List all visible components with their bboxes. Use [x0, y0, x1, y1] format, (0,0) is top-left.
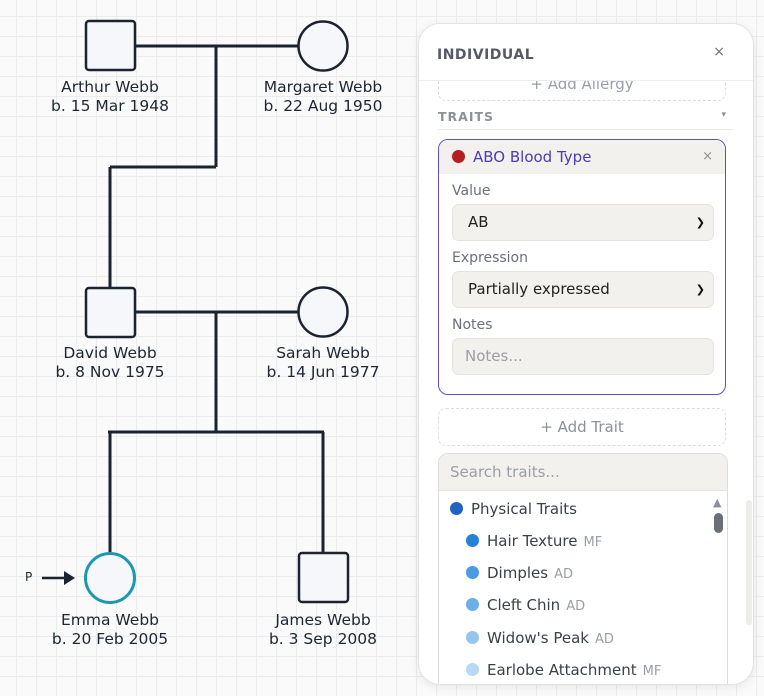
chevron-down-icon: ❯	[695, 216, 705, 229]
person-label-emma: Emma Webb b. 20 Feb 2005	[40, 611, 180, 649]
david-node[interactable]	[84, 286, 137, 339]
notes-input[interactable]: Notes...	[452, 338, 714, 375]
person-name: James Webb	[275, 611, 371, 629]
scroll-up-icon[interactable]: ▲	[713, 496, 722, 509]
proband-label: P	[25, 570, 33, 584]
add-trait-button[interactable]: + Add Trait	[438, 408, 726, 446]
trait-color-dot-icon	[466, 663, 479, 676]
value-selected: AB	[468, 213, 489, 231]
remove-trait-icon[interactable]: ×	[702, 149, 713, 164]
sarah-node[interactable]	[297, 286, 349, 338]
section-divider	[438, 129, 734, 130]
inheritance-tag: AD	[566, 599, 586, 614]
chevron-down-icon: ❯	[695, 283, 705, 296]
person-birth: b. 14 Jun 1977	[266, 363, 380, 381]
person-birth: b. 22 Aug 1950	[263, 97, 383, 115]
inheritance-tag: MF	[583, 535, 603, 550]
trait-color-dot-icon	[466, 631, 479, 644]
scroll-thumb[interactable]	[714, 513, 723, 533]
list-item[interactable]: Earlobe Attachment MF	[439, 657, 709, 683]
traits-section-label: TRAITS	[438, 109, 495, 124]
trait-item-name: Cleft Chin	[487, 596, 561, 614]
panel-header-background	[419, 24, 753, 80]
panel-header: INDIVIDUAL ×	[437, 44, 735, 64]
inheritance-tag: MF	[642, 664, 662, 679]
header-divider	[419, 80, 753, 81]
trait-search-input[interactable]: Search traits...	[439, 454, 727, 491]
person-label-arthur: Arthur Webb b. 15 Mar 1948	[40, 78, 180, 116]
notes-label: Notes	[452, 317, 493, 333]
person-birth: b. 15 Mar 1948	[51, 97, 169, 115]
trait-search-dropdown: Search traits... Physical Traits Hair Te…	[438, 453, 728, 684]
list-item[interactable]: Cleft Chin AD	[439, 592, 709, 618]
trait-card: ABO Blood Type × Value AB ❯ Expression P…	[438, 139, 726, 395]
inheritance-tag: AD	[594, 632, 614, 647]
trait-group-physical[interactable]: Physical Traits	[439, 496, 709, 522]
expression-select[interactable]: Partially expressed ❯	[452, 271, 714, 308]
person-label-james: James Webb b. 3 Sep 2008	[253, 611, 393, 649]
trait-color-dot-icon	[466, 566, 479, 579]
trait-list-scrollbar[interactable]: ▲	[709, 491, 727, 684]
trait-color-dot-icon	[466, 534, 479, 547]
person-birth: b. 3 Sep 2008	[268, 630, 378, 648]
chevron-down-icon[interactable]: ▾	[721, 110, 726, 120]
individual-panel: + Add Allergy INDIVIDUAL × TRAITS ▾ ABO …	[418, 23, 754, 685]
margaret-node[interactable]	[297, 20, 349, 72]
trait-item-name: Dimples	[487, 564, 549, 582]
value-label: Value	[452, 183, 491, 199]
list-item[interactable]: Widow's Peak AD	[439, 625, 709, 651]
expression-label: Expression	[452, 250, 528, 266]
emma-node[interactable]	[84, 552, 136, 604]
panel-title: INDIVIDUAL	[437, 47, 535, 63]
person-name: Sarah Webb	[276, 344, 370, 362]
trait-item-name: Widow's Peak	[487, 629, 589, 647]
expression-selected: Partially expressed	[468, 280, 610, 298]
group-name: Physical Traits	[471, 500, 577, 518]
trait-item-name: Hair Texture	[487, 532, 578, 550]
pedigree-lines	[108, 44, 325, 552]
person-name: Emma Webb	[60, 611, 160, 629]
person-name: Arthur Webb	[61, 78, 159, 96]
trait-item-name: Earlobe Attachment	[487, 661, 637, 679]
arthur-node[interactable]	[84, 19, 137, 72]
inheritance-tag: AD	[554, 567, 573, 582]
panel-scrollbar[interactable]	[746, 500, 752, 625]
person-birth: b. 8 Nov 1975	[55, 363, 165, 381]
list-item[interactable]: Dimples AD	[439, 560, 709, 586]
list-item[interactable]: Hair Texture MF	[439, 528, 709, 554]
person-label-sarah: Sarah Webb b. 14 Jun 1977	[253, 344, 393, 382]
value-select[interactable]: AB ❯	[452, 204, 714, 241]
trait-card-header[interactable]: ABO Blood Type ×	[439, 140, 725, 174]
group-color-dot-icon	[450, 502, 463, 515]
trait-name: ABO Blood Type	[473, 148, 592, 166]
trait-color-dot-icon	[466, 598, 479, 611]
person-name: Margaret Webb	[263, 78, 383, 96]
person-label-margaret: Margaret Webb b. 22 Aug 1950	[253, 78, 393, 116]
person-birth: b. 20 Feb 2005	[51, 630, 169, 648]
trait-color-dot-icon	[452, 150, 465, 163]
james-node[interactable]	[297, 551, 350, 604]
person-label-david: David Webb b. 8 Nov 1975	[40, 344, 180, 382]
proband-arrow-icon	[42, 571, 75, 585]
person-name: David Webb	[63, 344, 157, 362]
close-icon[interactable]: ×	[713, 44, 725, 60]
